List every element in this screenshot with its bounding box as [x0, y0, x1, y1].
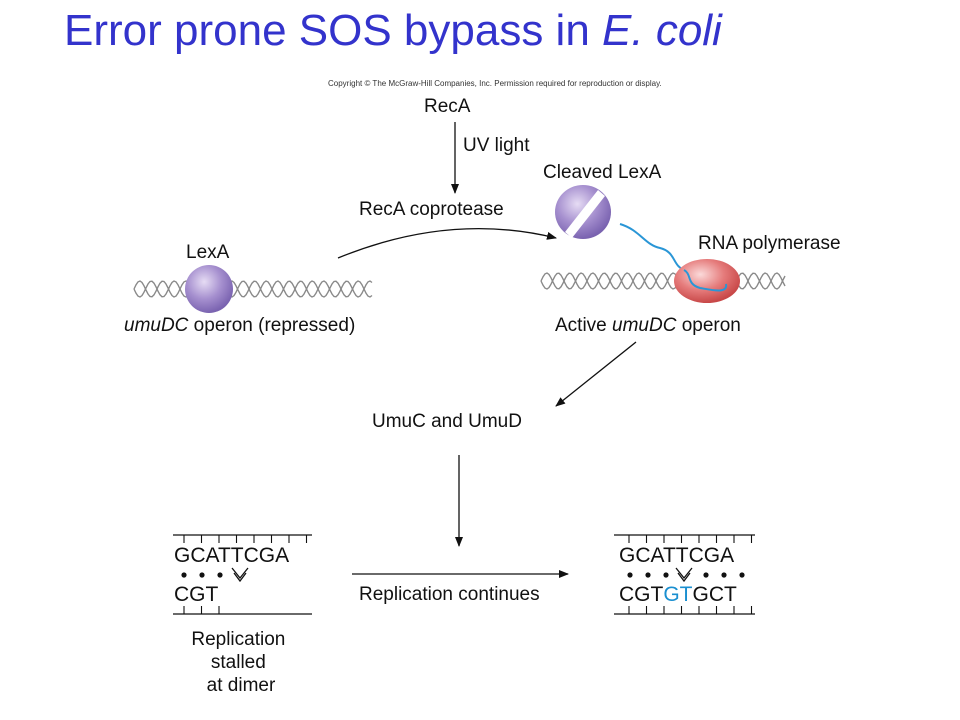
copyright-notice: Copyright © The McGraw-Hill Companies, I…	[328, 79, 662, 88]
cleaved-lexa-label: Cleaved LexA	[543, 162, 662, 183]
stalled-caption-line-2: stalled	[211, 652, 266, 673]
active-operon-gene: umuDC	[612, 315, 677, 336]
rna-polymerase-label: RNA polymerase	[698, 233, 841, 254]
repressed-operon-gene: umuDC	[124, 315, 189, 336]
stalled-template-strand: GCATTCGA	[174, 544, 289, 567]
thymine-dimer-icon	[675, 567, 693, 583]
dna-strand-1	[133, 280, 373, 298]
misincorporated-bases: GT	[663, 583, 692, 606]
reca-label: RecA	[424, 96, 471, 117]
title-text: Error prone SOS bypass in	[64, 6, 603, 55]
stalled-new-strand: CGT	[174, 583, 219, 606]
lexa-label: LexA	[186, 242, 230, 263]
cleaved-lexa-protein	[555, 185, 611, 239]
dna-strand-2	[540, 272, 786, 290]
active-operon-prefix: Active	[555, 315, 612, 336]
stalled-replication-block: GCATTCGA CGT	[173, 534, 312, 615]
title-italic: E. coli	[602, 6, 722, 55]
bypassed-template-strand: GCATTCGA	[619, 544, 734, 567]
repressed-operon-label: umuDC operon (repressed)	[124, 315, 355, 336]
repressed-operon-text: operon (repressed)	[188, 315, 355, 336]
stalled-caption-line-3: at dimer	[207, 675, 276, 696]
active-operon-label: Active umuDC operon	[555, 315, 741, 336]
stalled-caption-line-1: Replication	[191, 629, 285, 650]
dna-helix-active	[540, 272, 786, 290]
dna-strand-2	[133, 280, 373, 298]
reca-coprotease-label: RecA coprotease	[359, 199, 504, 220]
rna-polymerase	[674, 259, 740, 303]
mrna-over-polymerase	[683, 269, 728, 292]
replication-continues-label: Replication continues	[359, 584, 540, 605]
new-strand-part-2: GCT	[693, 583, 738, 606]
stalled-caption: Replication stalled at dimer	[191, 629, 290, 696]
dna-helix-repressed	[133, 280, 373, 298]
new-strand-part-1: CGT	[619, 583, 664, 606]
dna-strand-1	[540, 272, 786, 290]
uv-light-label: UV light	[463, 135, 530, 156]
active-operon-suffix: operon	[676, 315, 740, 336]
lexa-repressor	[185, 265, 233, 313]
expression-arrow	[555, 341, 637, 407]
slide-title: Error prone SOS bypass in E. coli	[64, 6, 722, 56]
activation-arrow	[337, 227, 557, 259]
thymine-dimer-icon	[231, 567, 249, 583]
bypassed-new-strand: CGTGTGCT	[619, 583, 737, 606]
bypassed-replication-block: GCATTCGA CGTGTGCT	[614, 534, 755, 615]
umuc-umud-label: UmuC and UmuD	[372, 411, 522, 432]
